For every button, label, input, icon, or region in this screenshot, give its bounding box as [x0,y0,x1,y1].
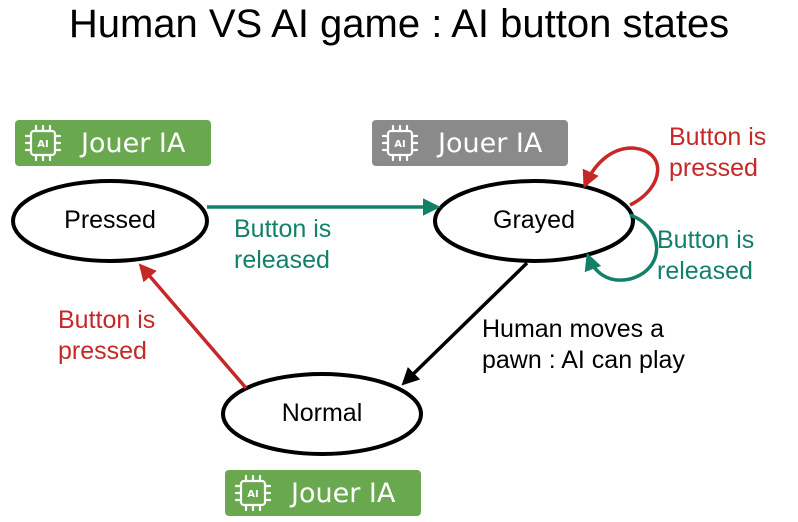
label-line: released [234,246,330,274]
ai-chip-icon: AI [24,124,62,162]
ai-chip-icon: AI [381,124,419,162]
chip-label: AI [394,139,405,150]
label-line: pressed [669,154,758,182]
arrow-grayed-self-pressed [582,146,660,207]
arrow-grayed-self-released [584,213,659,282]
state-normal-label: Normal [281,399,363,427]
label-line: pressed [58,337,147,365]
button-label: Jouer IA [438,127,543,159]
label-grayed-self-pressed: Button is pressed [669,122,766,184]
button-label: Jouer IA [81,127,186,159]
label-grayed-to-normal: Human moves a pawn : AI can play [482,314,685,376]
label-normal-to-pressed: Button is pressed [58,305,155,367]
state-pressed-label: Pressed [64,206,156,234]
arrow-normal-to-pressed [138,263,248,390]
state-normal-node [221,372,423,456]
label-line: released [657,257,753,285]
arrow-grayed-to-normal [401,261,529,386]
label-line: pawn : AI can play [482,346,685,374]
state-grayed-label: Grayed [493,206,575,234]
chip-label: AI [37,139,48,150]
label-grayed-self-released: Button is released [657,225,754,287]
label-line: Button is [669,123,767,151]
label-line: Human moves a [482,315,665,343]
diagram-title: Human VS AI game : AI button states [68,2,730,46]
chip-label: AI [247,489,258,500]
jouer-ia-button-pressed-example[interactable]: AI Jouer IA [15,120,211,166]
state-pressed-node [11,179,209,263]
jouer-ia-button-grayed-example[interactable]: AI Jouer IA [372,120,568,166]
jouer-ia-button-normal-example[interactable]: AI Jouer IA [225,470,421,516]
ai-chip-icon: AI [234,474,272,512]
label-line: Button is [657,226,755,254]
label-line: Button is [58,306,156,334]
state-grayed-node [433,179,635,263]
label-line: Button is [234,215,332,243]
label-pressed-to-grayed: Button is released [234,214,331,276]
button-label: Jouer IA [291,477,396,509]
